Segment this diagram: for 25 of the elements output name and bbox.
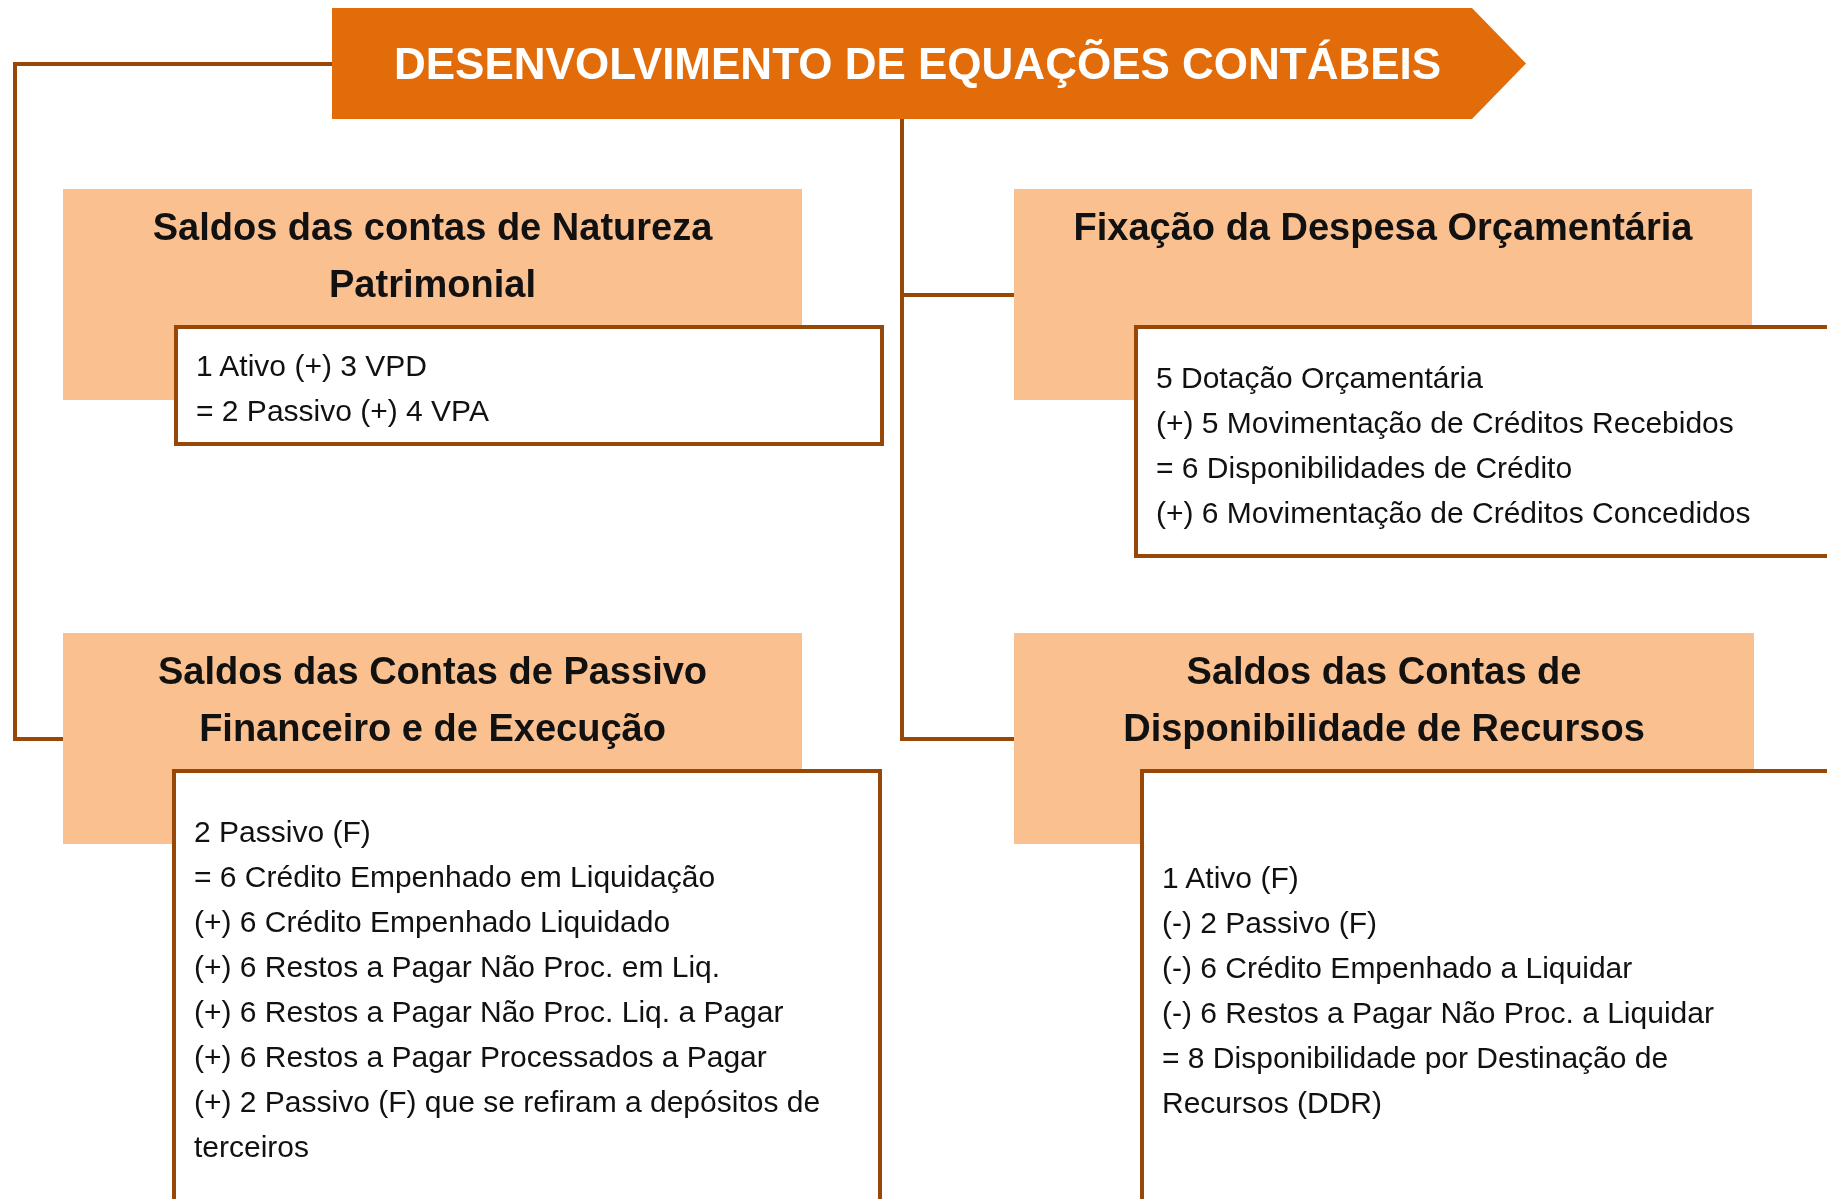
equation-line: (+) 5 Movimentação de Créditos Recebidos: [1156, 405, 1735, 441]
equation-line: = 2 Passivo (+) 4 VPA: [196, 393, 490, 429]
equation-line: = 8 Disponibilidade por Destinação de Recursos (DDR): [1162, 1040, 1670, 1121]
title-banner: [332, 8, 1526, 119]
title-text: DESENVOLVIMENTO DE EQUAÇÕES CONTÁBEIS: [394, 38, 1442, 89]
equation-line: 1 Ativo (+) 3 VPD: [196, 348, 428, 384]
equation-line: (-) 6 Crédito Empenhado a Liquidar: [1162, 950, 1634, 986]
equation-line: (+) 2 Passivo (F) que se refiram a depósitos de terceiros: [194, 1084, 822, 1165]
equation-line: (+) 6 Movimentação de Créditos Concedidos: [1156, 495, 1752, 531]
equation-line: 2 Passivo (F): [194, 814, 372, 850]
equation-line: (+) 6 Restos a Pagar Processados a Pagar: [194, 1039, 768, 1075]
equation-line: = 6 Disponibilidades de Crédito: [1156, 450, 1574, 486]
equation-line: (+) 6 Crédito Empenhado Liquidado: [194, 904, 672, 940]
equation-line: (+) 6 Restos a Pagar Não Proc. Liq. a Pagar: [194, 994, 785, 1030]
equation-line: (+) 6 Restos a Pagar Não Proc. em Liq.: [194, 949, 722, 985]
section-heading: Fixação da Despesa Orçamentária: [1072, 205, 1694, 250]
equation-line: 1 Ativo (F): [1162, 860, 1300, 896]
equation-line: (-) 6 Restos a Pagar Não Proc. a Liquidar: [1162, 995, 1715, 1031]
section-heading: Saldos das Contas de Passivo Financeiro e de Execução: [156, 649, 709, 751]
section-heading: Saldos das Contas de Disponibilidade de Recursos: [1122, 649, 1646, 751]
equation-line: 5 Dotação Orçamentária: [1156, 360, 1484, 396]
connector-line: [13, 62, 332, 741]
equation-line: (-) 2 Passivo (F): [1162, 905, 1378, 941]
equation-line: = 6 Crédito Empenhado em Liquidação: [194, 859, 717, 895]
section-heading: Saldos das contas de Natureza Patrimonial: [152, 205, 713, 307]
